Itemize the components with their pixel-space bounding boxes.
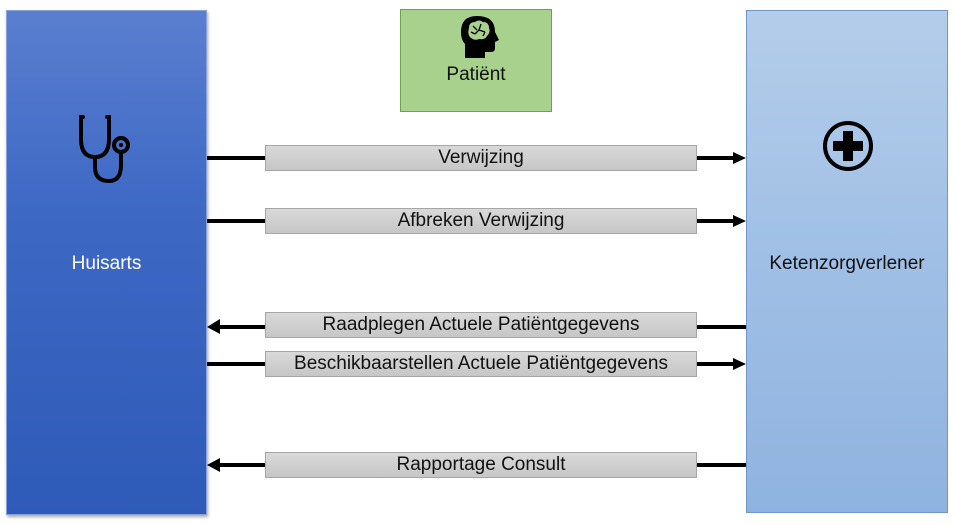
message-label: Beschikbaarstellen Actuele Patiëntgegeve…: [265, 351, 697, 377]
patient-actor: Patiënt: [400, 9, 552, 112]
head-brain-icon: [461, 16, 499, 58]
arrow-left-icon: [207, 319, 746, 334]
message-label: Afbreken Verwijzing: [265, 208, 697, 234]
arrow-right-icon: [207, 152, 746, 164]
message-label: Rapportage Consult: [265, 452, 697, 478]
patient-label: Patiënt: [446, 64, 506, 85]
huisarts-actor: Huisarts: [6, 10, 207, 515]
message-rapportage-consult: Rapportage Consult: [207, 452, 746, 478]
message-verwijzing: Verwijzing: [207, 145, 746, 171]
arrow-right-icon: [207, 358, 746, 370]
message-beschikbaarstellen: Beschikbaarstellen Actuele Patiëntgegeve…: [207, 351, 746, 377]
message-label: Verwijzing: [265, 145, 697, 171]
medical-cross-icon: [823, 121, 873, 171]
ketenzorgverlener-actor: Ketenzorgverlener: [746, 10, 948, 513]
ketenzorgverlener-label: Ketenzorgverlener: [769, 253, 925, 274]
arrow-left-icon: [207, 458, 746, 472]
message-afbreken-verwijzing: Afbreken Verwijzing: [207, 208, 746, 234]
huisarts-label: Huisarts: [71, 253, 142, 274]
message-raadplegen: Raadplegen Actuele Patiëntgegevens: [207, 312, 746, 338]
message-label: Raadplegen Actuele Patiëntgegevens: [265, 312, 697, 338]
arrow-right-icon: [207, 215, 746, 227]
stethoscope-icon: [79, 115, 130, 184]
